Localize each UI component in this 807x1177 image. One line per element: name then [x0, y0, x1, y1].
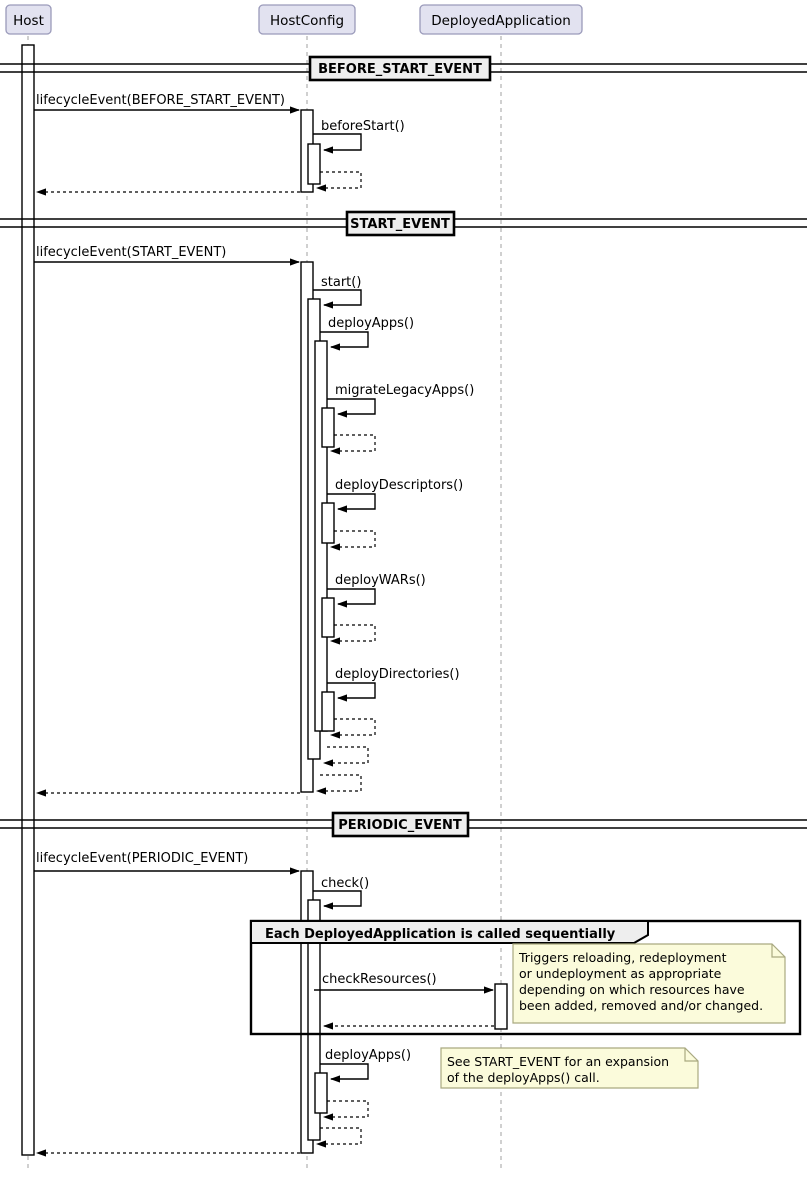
participant-deployedapplication[interactable]: DeployedApplication [419, 4, 583, 35]
message-return-deployDirectories [330, 718, 376, 739]
participant-hostconfig[interactable]: HostConfig [258, 4, 356, 35]
message-label: lifecycleEvent(PERIODIC_EVENT) [36, 851, 248, 866]
group-label: Each DeployedApplication is called seque… [265, 927, 616, 942]
message-label: check() [321, 876, 369, 891]
message-migrateLegacyApps: migrateLegacyApps() [327, 383, 474, 418]
activation-deployedapplication [494, 983, 508, 1030]
divider-label: BEFORE_START_EVENT [318, 62, 482, 77]
message-beforeStart: beforeStart() [313, 119, 405, 154]
message-label: beforeStart() [321, 119, 405, 134]
message-deployApps-start: deployApps() [320, 316, 414, 351]
message-label: deployDescriptors() [335, 478, 463, 493]
message-lifecycleEvent-periodic: lifecycleEvent(PERIODIC_EVENT) [34, 851, 300, 875]
activation-hostconfig-deployapps-periodic [314, 1072, 328, 1114]
participant-label: Host [13, 13, 44, 29]
message-label: deployApps() [328, 316, 414, 331]
note-line: of the deployApps() call. [447, 1070, 600, 1085]
message-label: deployWARs() [335, 573, 426, 588]
divider-label: START_EVENT [350, 217, 450, 232]
message-deployApps-periodic: deployApps() [320, 1048, 411, 1083]
message-label: migrateLegacyApps() [335, 383, 474, 398]
divider-periodic-event: PERIODIC_EVENT [0, 811, 807, 838]
divider-label: PERIODIC_EVENT [338, 818, 462, 833]
group-each-deployedapplication: Each DeployedApplication is called seque… [249, 919, 802, 1036]
note-line: or undeployment as appropriate [519, 966, 722, 981]
divider-before-start-event: BEFORE_START_EVENT [0, 55, 807, 82]
message-deployWARs: deployWARs() [327, 573, 426, 608]
message-label: checkResources() [322, 972, 437, 987]
participant-host[interactable]: Host [5, 4, 52, 35]
message-label: lifecycleEvent(START_EVENT) [36, 245, 226, 260]
divider-start-event: START_EVENT [0, 210, 807, 237]
message-deployDirectories: deployDirectories() [327, 667, 460, 702]
message-check: check() [313, 876, 369, 910]
note-line: See START_EVENT for an expansion [447, 1054, 669, 1069]
activation-host [21, 44, 35, 1156]
message-return-beforeStart [316, 171, 362, 192]
message-label: lifecycleEvent(BEFORE_START_EVENT) [36, 93, 285, 108]
note-line: depending on which resources have [519, 982, 745, 997]
message-start: start() [313, 275, 362, 309]
message-return-deployApps-periodic [323, 1100, 369, 1121]
message-return-start [316, 774, 362, 795]
message-checkResources: checkResources() [314, 972, 494, 994]
message-label: deployDirectories() [335, 667, 460, 682]
message-return-deployApps-start [323, 746, 369, 767]
lifelines [27, 36, 502, 1168]
message-return-check [316, 1127, 362, 1148]
message-deployDescriptors: deployDescriptors() [327, 478, 463, 513]
note-line: Triggers reloading, redeployment [518, 950, 727, 965]
message-return-deployDescriptors [330, 530, 376, 551]
activation-hostconfig-deploydescriptors [321, 502, 335, 544]
activation-hostconfig-deploydirectories [321, 691, 335, 732]
note-checkresources: Triggers reloading, redeployment or unde… [512, 943, 786, 1024]
activation-hostconfig-1-nested [307, 143, 321, 185]
message-return-deployWARs [330, 624, 376, 645]
message-label: deployApps() [325, 1048, 411, 1063]
message-return-migrateLegacyApps [330, 434, 376, 455]
note-deployapps-expansion: See START_EVENT for an expansion of the … [440, 1047, 699, 1089]
activation-hostconfig-deploywars [321, 597, 335, 638]
participant-label: HostConfig [270, 13, 344, 29]
note-line: been added, removed and/or changed. [519, 998, 763, 1013]
activation-hostconfig-migratelegacy [321, 407, 335, 448]
message-lifecycleEvent-start: lifecycleEvent(START_EVENT) [34, 245, 300, 266]
participant-label: DeployedApplication [431, 13, 571, 29]
message-lifecycleEvent-before-start: lifecycleEvent(BEFORE_START_EVENT) [34, 93, 300, 114]
message-label: start() [321, 275, 361, 290]
